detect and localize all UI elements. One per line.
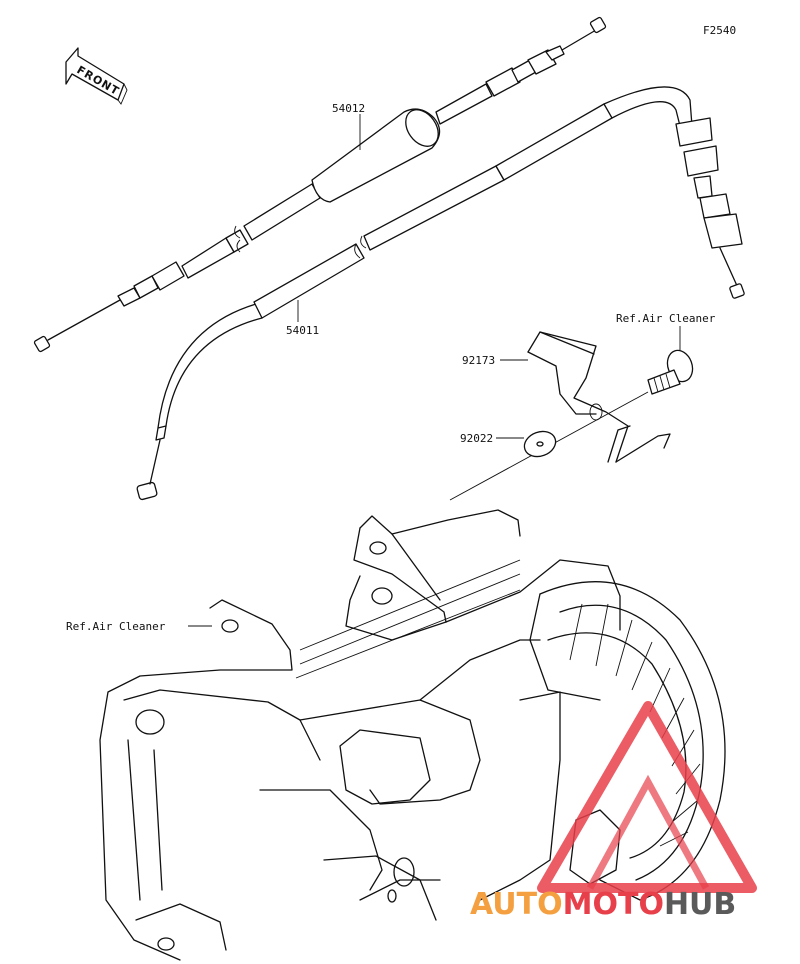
cable-54011 bbox=[136, 86, 745, 501]
label-54011: 54011 bbox=[286, 324, 319, 337]
watermark-moto: MOTO bbox=[563, 887, 664, 922]
cable-54012 bbox=[33, 16, 607, 353]
ref-air-cleaner-left: Ref.Air Cleaner bbox=[66, 620, 166, 633]
watermark-hub: HUB bbox=[664, 887, 736, 922]
air-cleaner-housing bbox=[99, 509, 726, 961]
ref-air-cleaner-right: Ref.Air Cleaner bbox=[616, 312, 716, 325]
watermark-logo: AUTOMOTOHUB bbox=[470, 701, 757, 922]
svg-text:AUTOMOTOHUB: AUTOMOTOHUB bbox=[470, 887, 736, 922]
label-92173: 92173 bbox=[462, 354, 495, 367]
bracket-92173 bbox=[527, 331, 671, 463]
label-54012: 54012 bbox=[332, 102, 365, 115]
front-arrow-icon: FRONT bbox=[65, 47, 128, 105]
watermark-auto: AUTO bbox=[470, 887, 563, 922]
figure-code: F2540 bbox=[703, 24, 736, 37]
watermark-triangle-icon bbox=[537, 701, 757, 893]
bolt bbox=[647, 349, 694, 395]
label-92022: 92022 bbox=[460, 432, 493, 445]
washer-92022 bbox=[523, 430, 557, 458]
